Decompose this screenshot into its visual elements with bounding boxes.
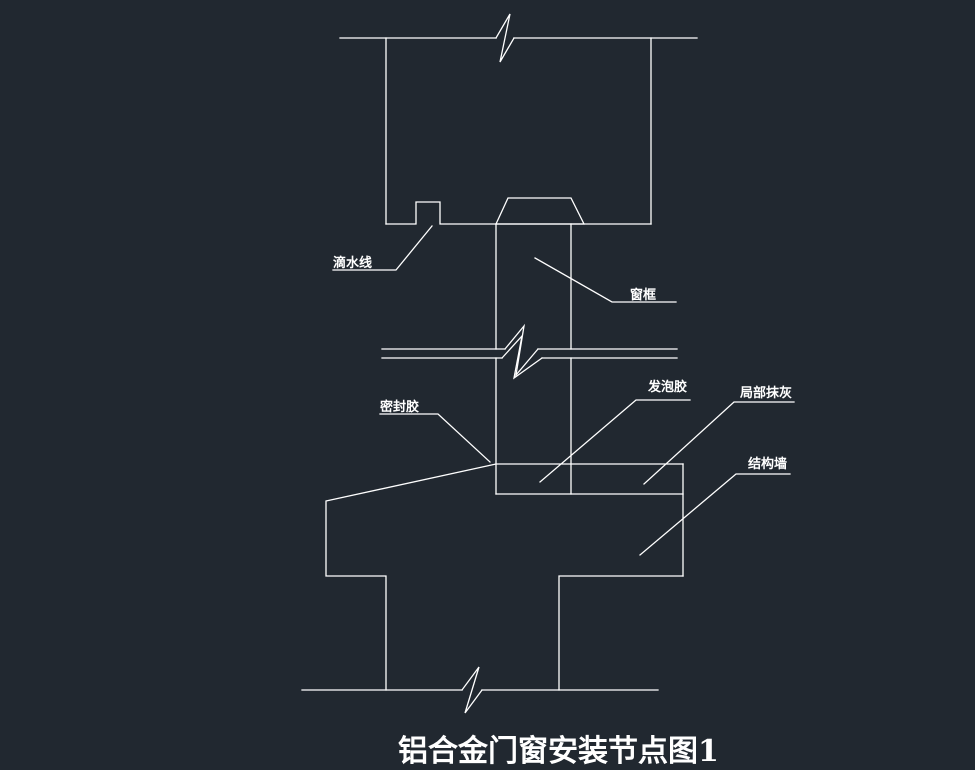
- leader-sealant: [379, 413, 491, 463]
- structural-wall: [301, 463, 684, 714]
- leader-structural-wall: [639, 473, 791, 556]
- window-frame: [381, 223, 678, 495]
- label-window-frame: 窗框: [630, 287, 656, 303]
- leaders: [332, 225, 795, 556]
- frame-top-profile: [494, 197, 586, 225]
- middle-break-symbol-2: [501, 333, 543, 380]
- leader-foam-adhesive: [539, 399, 691, 483]
- middle-break-symbol-1: [504, 323, 539, 378]
- label-sealant: 密封胶: [379, 399, 419, 415]
- drip-groove-outline: [385, 201, 497, 225]
- label-drip-line: 滴水线: [333, 255, 372, 271]
- leader-drip-line: [332, 225, 433, 271]
- leader-window-frame: [534, 257, 677, 303]
- leader-local-plaster: [643, 401, 795, 485]
- drawing-title: 铝合金门窗安装节点图1: [398, 734, 719, 769]
- structural-wall-left-profile: [325, 463, 497, 691]
- label-local-plaster: 局部抹灰: [740, 385, 792, 401]
- structural-wall-right-profile: [558, 575, 684, 691]
- label-foam-adhesive: 发泡胶: [647, 379, 687, 395]
- upper-break-symbol: [495, 13, 515, 63]
- plaster-layer: [495, 463, 684, 577]
- label-structural-wall: 结构墙: [748, 456, 787, 472]
- upper-lintel: [339, 13, 698, 225]
- lower-break-symbol: [461, 666, 483, 714]
